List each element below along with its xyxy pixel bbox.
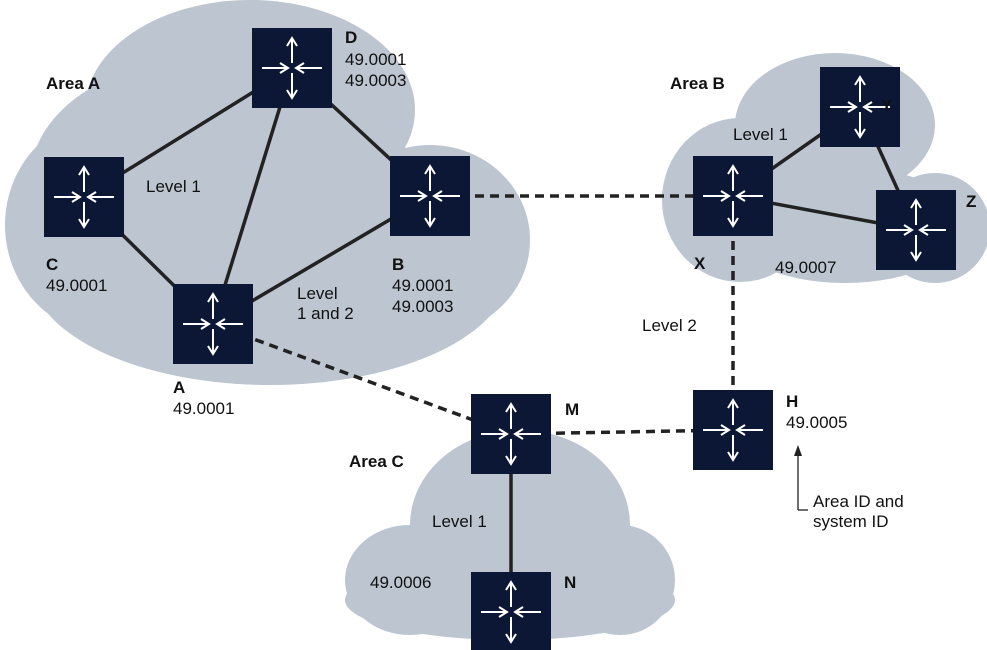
router-m-name: M [565,400,580,419]
link-a-m [212,322,512,436]
router-d-name: D [345,28,358,47]
router-c-router-icon [44,157,124,237]
router-d-router-icon [252,28,332,108]
router-b-router-icon [390,156,470,236]
router-y-router-icon [820,67,900,147]
router-z-router-icon [876,190,956,270]
area-b-label: Area B [670,74,725,93]
router-d-id-2: 49.0003 [345,71,407,90]
router-a-id-1: 49.0001 [173,399,235,418]
router-n-name: N [564,573,577,592]
router-h-name: H [786,392,799,411]
router-x-router-icon [693,156,773,236]
router-z-name: Z [966,192,977,211]
area-c-label: Area C [349,452,404,471]
router-h-id-1: 49.0005 [786,413,848,432]
router-d-id-1: 49.0001 [345,50,407,69]
router-m-router-icon [471,394,551,474]
router-h-router-icon [693,390,773,470]
router-c-name: C [46,255,59,274]
area-c-id: 49.0006 [370,573,432,592]
router-b-id-1: 49.0001 [392,276,454,295]
router-a-router-icon [173,284,253,364]
router-y-name: Y [881,96,893,115]
link-label-area-c-level1: Level 1 [432,512,487,531]
router-a-name: A [173,378,186,397]
router-b-id-2: 49.0003 [392,297,454,316]
link-d-a [211,67,294,325]
callout-text: Area ID and system ID [813,492,904,531]
link-label-area-b-level1: Level 1 [733,125,788,144]
router-b-name: B [392,255,405,274]
router-x-name: X [694,254,706,273]
area-a-label: Area A [46,74,101,93]
callout-arrow [794,445,808,511]
router-c-id-1: 49.0001 [46,276,108,295]
router-n-router-icon [471,572,551,650]
area-b-id: 49.0007 [775,258,837,277]
link-label-area-a-level1: Level 1 [146,177,201,196]
link-label-level-1-and-2: Level 1 and 2 [297,284,354,323]
link-label-level2: Level 2 [642,316,697,335]
